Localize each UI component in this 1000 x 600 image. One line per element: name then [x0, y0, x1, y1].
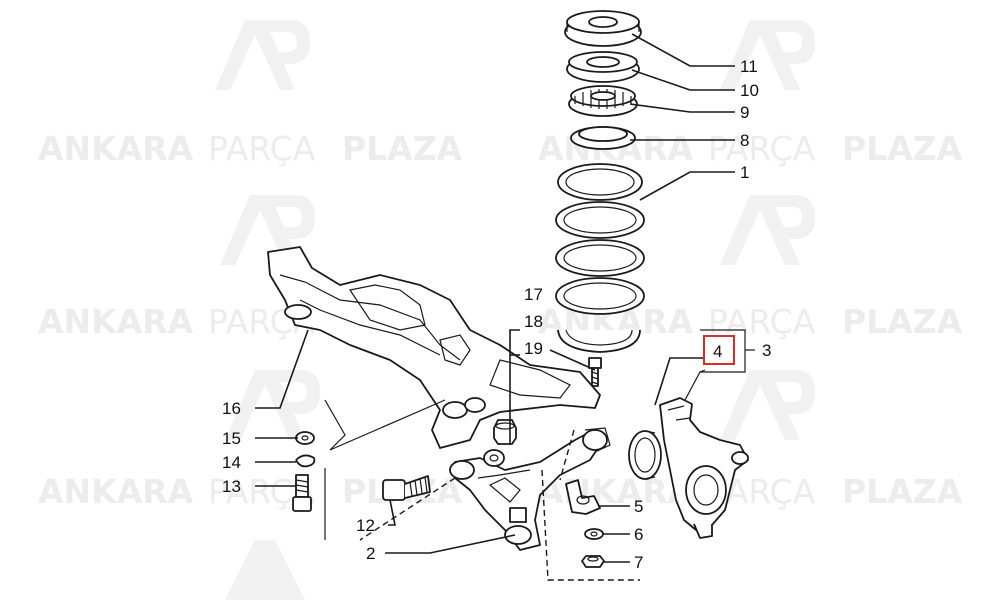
part-bracket-5 [565, 479, 601, 515]
watermark-word-plaza: PLAZA [842, 302, 963, 341]
highlight-box-part-4 [703, 335, 735, 365]
watermark-logo-6 [720, 370, 815, 440]
part-upper-plate [566, 51, 640, 83]
watermark-logo-4 [720, 195, 815, 265]
callout-16: 16 [222, 399, 241, 418]
part-bearing-ring-4 [628, 430, 662, 480]
callout-labels: 11 10 9 8 1 3 4 17 18 19 16 15 14 13 12 … [222, 57, 771, 572]
watermark-logo-3 [220, 195, 315, 265]
watermark-word-ankara: ANKARA [38, 472, 194, 511]
part-washer-15 [295, 431, 315, 445]
assembly-dashed-lines [359, 429, 640, 581]
watermark-logo-2 [720, 20, 815, 90]
watermark-word-ankara: ANKARA [38, 302, 194, 341]
callout-4: 4 [713, 342, 722, 361]
callout-17: 17 [524, 285, 543, 304]
part-bolt-12 [382, 475, 431, 501]
part-bush [483, 449, 505, 467]
watermark-logo-1 [215, 20, 310, 90]
callout-14: 14 [222, 453, 241, 472]
callout-6: 6 [634, 525, 643, 544]
watermark-word-parca: PARÇA [208, 129, 316, 168]
callout-3: 3 [762, 341, 771, 360]
callout-12: 12 [356, 516, 375, 535]
part-coil-spring [555, 163, 645, 353]
part-bearing [568, 85, 638, 117]
callout-11: 11 [740, 57, 758, 76]
callout-7: 7 [634, 553, 643, 572]
part-nut-7 [581, 555, 605, 568]
part-subframe [267, 246, 601, 449]
part-bolt-19 [588, 357, 602, 387]
callout-19: 19 [524, 339, 543, 358]
callout-18: 18 [524, 312, 543, 331]
watermark-row-1a: ANKARA PARÇA PLAZA [38, 129, 463, 168]
callout-1: 1 [740, 163, 749, 182]
callout-2: 2 [366, 544, 375, 563]
part-clip-14 [295, 454, 316, 468]
watermark-word-ankara: ANKARA [38, 129, 194, 168]
part-top-mount [564, 10, 642, 47]
watermark-word-plaza: PLAZA [342, 129, 463, 168]
callout-5: 5 [634, 497, 643, 516]
part-washer-6 [584, 528, 604, 540]
watermark-logo-7 [225, 540, 305, 600]
part-nut-18 [493, 419, 517, 445]
part-spring-seat [570, 126, 636, 150]
callout-13: 13 [222, 477, 241, 496]
watermark-row-3b: ANKARA PARÇA PLAZA [538, 472, 963, 511]
callout-8: 8 [740, 131, 749, 150]
watermark-word-parca: PARÇA [708, 302, 816, 341]
callout-9: 9 [740, 103, 749, 122]
watermark-word-plaza: PLAZA [842, 129, 963, 168]
callout-10: 10 [740, 81, 759, 100]
part-steering-knuckle [659, 397, 749, 539]
part-control-arm [449, 427, 611, 551]
watermark-logo-5 [225, 370, 320, 440]
watermark-word-ankara: ANKARA [538, 472, 694, 511]
watermark-word-plaza: PLAZA [842, 472, 963, 511]
callout-15: 15 [222, 429, 241, 448]
part-bolt-13 [292, 474, 312, 512]
watermark-word-parca: PARÇA [708, 129, 816, 168]
leader-lines [255, 33, 755, 563]
